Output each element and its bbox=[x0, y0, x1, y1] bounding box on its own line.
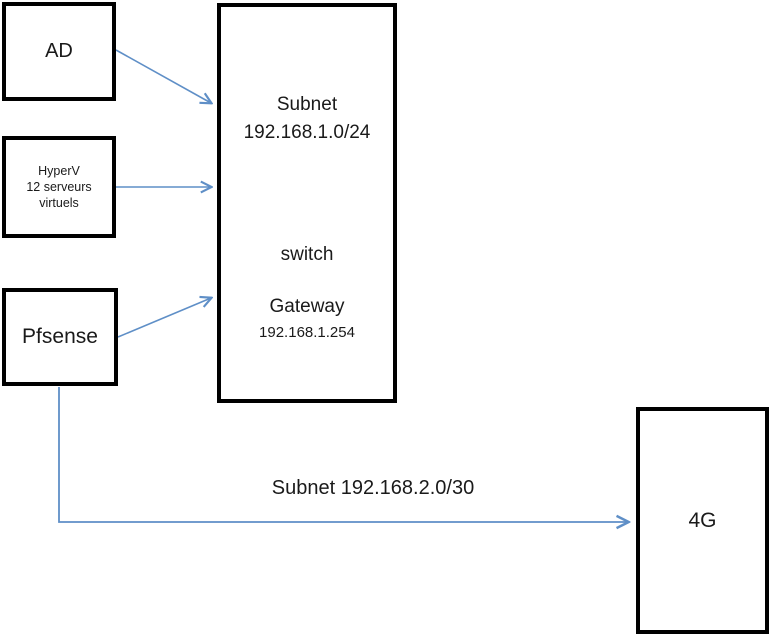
pfsense-node: Pfsense bbox=[2, 288, 118, 386]
hyperv-node: HyperV 12 serveurs virtuels bbox=[2, 136, 116, 238]
ad-to-switch-connector bbox=[115, 49, 211, 103]
gateway-ip: 192.168.1.254 bbox=[259, 324, 355, 341]
pfsense-to-switch-connector bbox=[117, 298, 211, 338]
subnet-title-line2: 192.168.1.0/24 bbox=[243, 122, 371, 143]
ad-node-label: AD bbox=[45, 40, 73, 62]
wan-subnet-label: Subnet 192.168.2.0/30 bbox=[271, 477, 475, 499]
subnet-switch-node: Subnet 192.168.1.0/24 switch Gateway 192… bbox=[217, 3, 397, 403]
ad-node: AD bbox=[2, 2, 116, 101]
switch-label: switch bbox=[280, 244, 334, 265]
hyperv-label-line3: virtuels bbox=[39, 196, 79, 210]
hyperv-label-line1: HyperV bbox=[38, 164, 80, 178]
subnet-title-line1: Subnet bbox=[276, 94, 338, 115]
subnet-title: Subnet 192.168.1.0/24 bbox=[221, 91, 393, 147]
hyperv-label-line2: 12 serveurs bbox=[26, 180, 92, 194]
gateway-label: Gateway bbox=[269, 296, 345, 317]
pfsense-to-4g-connector bbox=[58, 387, 628, 522]
4g-node-label: 4G bbox=[688, 508, 717, 532]
hyperv-node-label: HyperV 12 serveurs virtuels bbox=[26, 163, 91, 211]
pfsense-node-label: Pfsense bbox=[22, 325, 98, 348]
4g-node: 4G bbox=[636, 407, 769, 634]
